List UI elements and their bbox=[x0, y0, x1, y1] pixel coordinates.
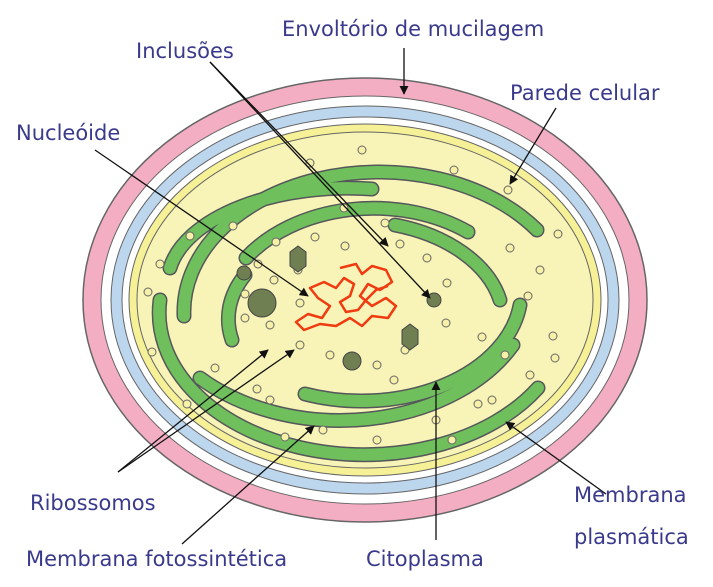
label-cell-wall: Parede celular bbox=[510, 81, 660, 105]
label-inclusions: Inclusões bbox=[136, 39, 234, 63]
label-plasma-membrane-line1: Membrana bbox=[574, 483, 687, 507]
label-cytoplasm: Citoplasma bbox=[366, 547, 484, 571]
label-mucilage-envelope: Envoltório de mucilagem bbox=[282, 17, 544, 41]
label-ribosomes: Ribossomos bbox=[30, 491, 156, 515]
label-nucleoid: Nucleóide bbox=[16, 121, 120, 145]
label-photosynthetic-membrane: Membrana fotossintética bbox=[26, 547, 287, 571]
label-plasma-membrane-line2: plasmática bbox=[574, 525, 689, 549]
